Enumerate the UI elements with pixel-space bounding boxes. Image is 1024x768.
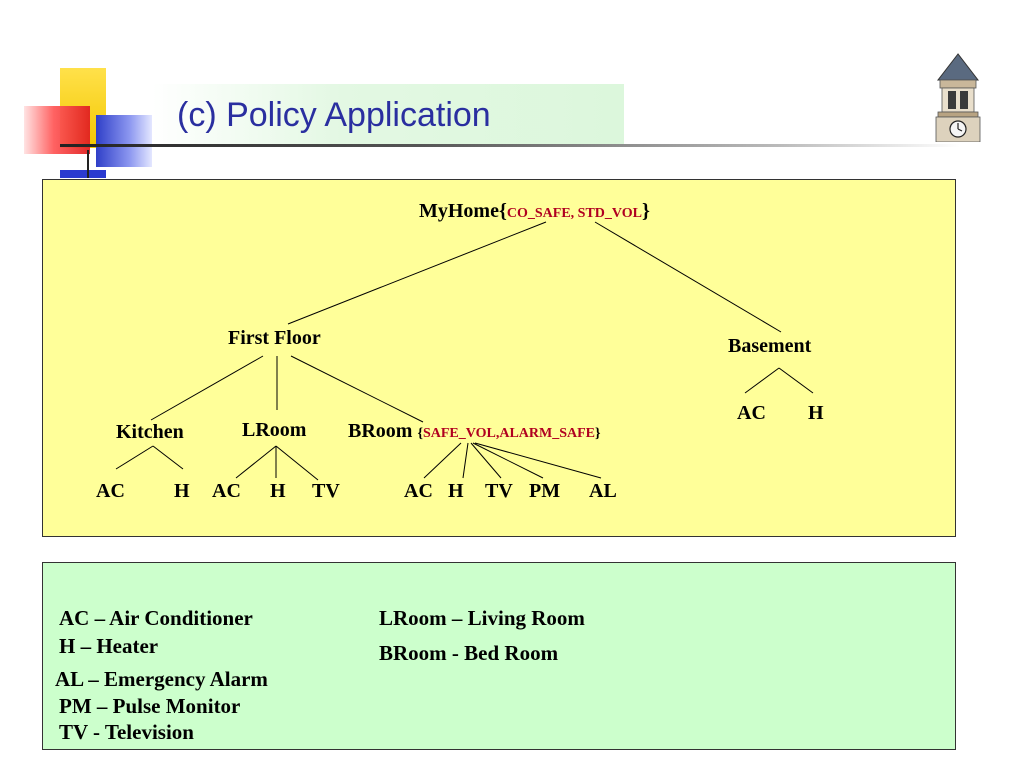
node-broom-open-brace: {: [417, 426, 423, 441]
legend-h: H – Heater: [59, 634, 159, 658]
node-broom-close-brace: }: [595, 426, 601, 441]
edge-basement-ac: [744, 367, 780, 394]
decorative-blue-block: [96, 115, 152, 167]
leaf-broom-tv: TV: [485, 480, 513, 502]
leaf-broom-pm: PM: [529, 480, 561, 502]
node-lroom: LRoom: [242, 419, 307, 441]
leaf-lroom-ac: AC: [212, 480, 241, 502]
legend-panel: AC – Air Conditioner H – Heater AL – Eme…: [42, 562, 956, 750]
node-broom: BRoom {SAFE_VOL,ALARM_SAFE}: [348, 420, 601, 443]
leaf-lroom-h: H: [270, 480, 286, 502]
node-myhome-open-brace: {: [498, 200, 507, 222]
edge-firstfloor-kitchen: [150, 355, 264, 421]
node-myhome-policy: CO_SAFE, STD_VOL: [506, 206, 642, 221]
edge-kitchen-h: [152, 445, 184, 470]
edge-broom-tv: [470, 442, 502, 479]
legend-ac: AC – Air Conditioner: [59, 606, 253, 630]
tree-edges: [115, 221, 814, 481]
edge-broom-pm: [472, 442, 544, 479]
title-underline: [60, 144, 960, 147]
node-kitchen: Kitchen: [116, 421, 184, 443]
leaf-kitchen-h: H: [174, 480, 190, 502]
edge-broom-h: [462, 442, 469, 479]
edge-basement-h: [778, 367, 814, 394]
leaf-basement-ac: AC: [737, 402, 766, 424]
node-first-floor: First Floor: [228, 327, 321, 349]
node-broom-policy: SAFE_VOL,ALARM_SAFE: [422, 426, 595, 441]
clock-tower-logo: [918, 50, 998, 142]
legend-lroom: LRoom – Living Room: [379, 606, 585, 630]
leaf-broom-al: AL: [589, 480, 617, 502]
leaf-basement-h: H: [808, 402, 824, 424]
edge-kitchen-ac: [115, 445, 154, 470]
edge-broom-ac: [423, 442, 462, 479]
leaf-broom-h: H: [448, 480, 464, 502]
node-broom-name: BRoom: [348, 420, 413, 442]
edge-root-firstfloor: [287, 221, 547, 325]
decorative-vertical-line: [87, 150, 89, 178]
node-broom-policy-wrap: {SAFE_VOL,ALARM_SAFE}: [417, 426, 600, 441]
legend-al: AL – Emergency Alarm: [55, 667, 268, 691]
node-myhome-name: MyHome: [419, 200, 499, 222]
decorative-blue-bar: [60, 170, 106, 178]
slide-title: (c) Policy Application: [177, 96, 491, 134]
edge-lroom-tv: [275, 445, 319, 481]
leaf-broom-ac: AC: [404, 480, 433, 502]
legend-tv: TV - Television: [59, 720, 194, 744]
leaf-kitchen-ac: AC: [96, 480, 125, 502]
legend-pm: PM – Pulse Monitor: [59, 694, 241, 718]
title-band: [152, 84, 624, 144]
leaf-lroom-tv: TV: [312, 480, 340, 502]
legend-broom: BRoom - Bed Room: [379, 641, 559, 665]
edge-lroom-ac: [235, 445, 277, 479]
node-myhome: MyHome{CO_SAFE, STD_VOL}: [419, 200, 650, 223]
node-basement: Basement: [728, 335, 812, 357]
edge-broom-al: [474, 442, 602, 479]
edge-firstfloor-broom: [290, 355, 424, 423]
edge-root-basement: [594, 221, 782, 333]
tree-diagram-panel: MyHome{CO_SAFE, STD_VOL} First Floor Bas…: [42, 179, 956, 537]
node-myhome-close-brace: }: [641, 200, 650, 222]
